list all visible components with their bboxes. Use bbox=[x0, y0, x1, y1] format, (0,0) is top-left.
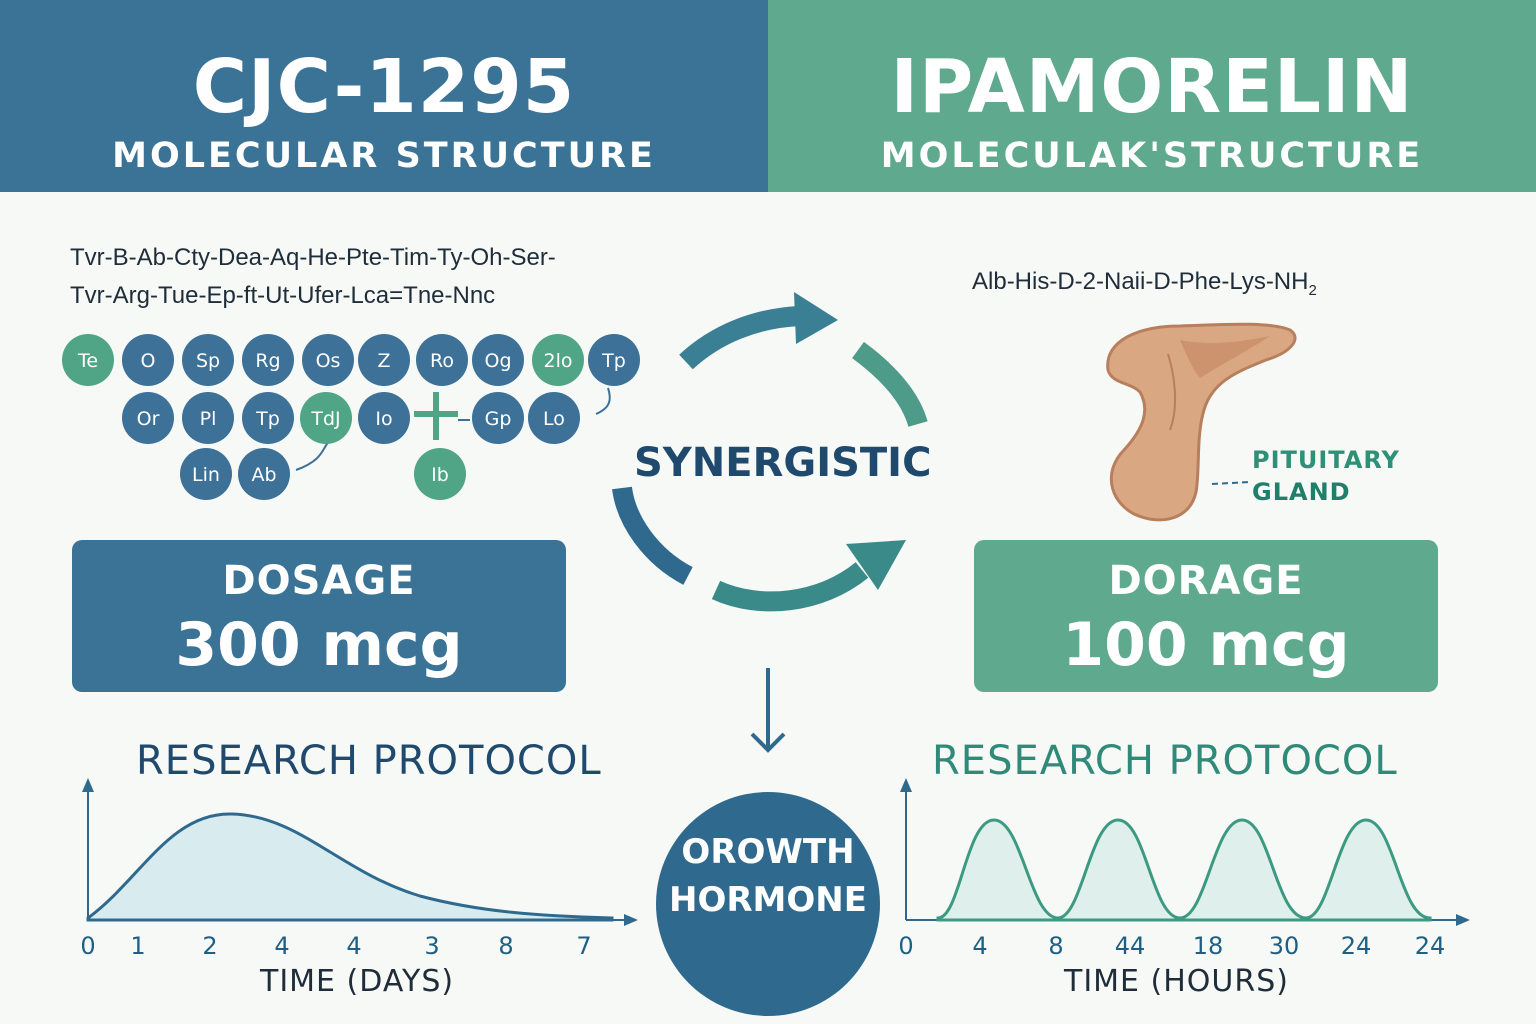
cjc-x-axis-title: TIME (DAYS) bbox=[260, 964, 455, 999]
residue-circle bbox=[300, 392, 352, 444]
x-tick-label: 24 bbox=[1414, 932, 1446, 960]
pituitary-label-line-1: PITUITARY bbox=[1252, 446, 1400, 474]
growth-hormone-line-2: HORMONE bbox=[669, 880, 867, 920]
residue-circle bbox=[242, 334, 294, 386]
ipamorelin-x-axis-title: TIME (HOURS) bbox=[1064, 964, 1289, 999]
ipamorelin-dosage-value: 100 mcg bbox=[1062, 610, 1350, 680]
residue-circle bbox=[242, 392, 294, 444]
synergy-cycle-arrows-icon bbox=[612, 292, 928, 612]
x-tick-label: 4 bbox=[972, 932, 988, 960]
residue-circle bbox=[358, 392, 410, 444]
residue-label: Tp bbox=[601, 350, 626, 372]
growth-hormone-line-1: OROWTH bbox=[681, 832, 855, 872]
residue-circle bbox=[532, 334, 584, 386]
x-tick-label: 30 bbox=[1268, 932, 1300, 960]
residue-label: Te bbox=[77, 350, 98, 372]
synergistic-label: SYNERGISTIC bbox=[634, 440, 932, 486]
x-tick-label: 8 bbox=[1048, 932, 1064, 960]
residue-circle bbox=[62, 334, 114, 386]
down-arrow-icon bbox=[750, 668, 786, 753]
pituitary-gland-icon bbox=[1106, 322, 1297, 522]
ipamorelin-pulse-curve bbox=[936, 818, 1432, 922]
cjc-header: CJC-1295 MOLECULAR STRUCTURE bbox=[0, 0, 768, 192]
residue-label: Pl bbox=[200, 408, 217, 430]
residue-label: 2lo bbox=[544, 350, 573, 372]
cjc-sequence-line-1: Tvr-B-Ab-Cty-Dea-Aq-He-Pte-Tim-Ty-Oh-Ser… bbox=[70, 244, 556, 271]
cjc-protocol-title: RESEARCH PROTOCOL bbox=[136, 738, 602, 784]
residue-circle bbox=[180, 448, 232, 500]
ipamorelin-sequence-text: Alb-His-D-2-Naii-D-Phe-Lys-NH bbox=[972, 268, 1309, 295]
residue-circle bbox=[528, 392, 580, 444]
residue-label: Io bbox=[375, 408, 392, 430]
pituitary-pointer bbox=[1211, 481, 1251, 485]
residue-label: Lo bbox=[543, 408, 565, 430]
residue-circle bbox=[472, 334, 524, 386]
cjc-title: CJC-1295 bbox=[192, 44, 576, 130]
x-tick-label: 4 bbox=[346, 932, 362, 960]
residue-circle bbox=[182, 334, 234, 386]
x-tick-label: 44 bbox=[1114, 932, 1146, 960]
x-tick-label: 7 bbox=[576, 932, 592, 960]
residue-label: Ab bbox=[251, 464, 276, 486]
x-tick-label: 0 bbox=[898, 932, 914, 960]
ipamorelin-sequence-subscript: 2 bbox=[1308, 281, 1317, 299]
ipamorelin-subtitle: MOLECULAK'STRUCTURE bbox=[880, 136, 1424, 176]
residue-label: Z bbox=[377, 350, 390, 372]
cjc-release-curve bbox=[86, 812, 614, 922]
residue-circle bbox=[472, 392, 524, 444]
cjc-sequence-line-2: Tvr-Arg-Tue-Ep-ft-Ut-Ufer-Lca=Tne-Nnc bbox=[70, 282, 496, 309]
x-tick-label: 3 bbox=[424, 932, 440, 960]
cjc-dosage-label: DOSAGE bbox=[222, 558, 416, 604]
residue-label: O bbox=[141, 350, 156, 372]
residue-label: Tp bbox=[255, 408, 280, 430]
growth-hormone-circle: OROWTH HORMONE bbox=[656, 792, 880, 1016]
residue-label: TdJ bbox=[310, 408, 340, 430]
ipamorelin-dosage-box: DORAGE 100 mcg bbox=[974, 540, 1438, 692]
residue-label: Os bbox=[316, 350, 341, 372]
residue-circle bbox=[182, 392, 234, 444]
residue-label: Ib bbox=[431, 464, 449, 486]
residue-circle bbox=[302, 334, 354, 386]
residue-label: Or bbox=[137, 408, 160, 430]
cjc-subtitle: MOLECULAR STRUCTURE bbox=[112, 136, 656, 176]
ipamorelin-sequence: Alb-His-D-2-Naii-D-Phe-Lys-NH2 bbox=[972, 268, 1317, 299]
residue-label: Ro bbox=[430, 350, 454, 372]
residue-circle bbox=[416, 334, 468, 386]
residue-label: Lin bbox=[192, 464, 220, 486]
x-tick-label: 4 bbox=[274, 932, 290, 960]
residue-circle bbox=[122, 392, 174, 444]
residue-label: Sp bbox=[196, 350, 220, 372]
x-tick-label: 0 bbox=[80, 932, 96, 960]
residue-label: Og bbox=[484, 350, 511, 372]
x-tick-label: 8 bbox=[498, 932, 514, 960]
ipamorelin-header: IPAMORELIN MOLECULAK'STRUCTURE bbox=[768, 0, 1536, 192]
cjc-dosage-value: 300 mcg bbox=[175, 610, 463, 680]
residue-label: Gp bbox=[485, 408, 512, 430]
ipamorelin-title: IPAMORELIN bbox=[890, 44, 1414, 130]
x-tick-label: 18 bbox=[1192, 932, 1224, 960]
residue-circle bbox=[588, 334, 640, 386]
ipamorelin-protocol-title: RESEARCH PROTOCOL bbox=[932, 738, 1398, 784]
pituitary-label-line-2: GLAND bbox=[1252, 478, 1351, 506]
x-tick-label: 24 bbox=[1340, 932, 1372, 960]
residue-circle bbox=[358, 334, 410, 386]
residue-circle bbox=[238, 448, 290, 500]
x-tick-label: 1 bbox=[130, 932, 146, 960]
residue-circle bbox=[122, 334, 174, 386]
residue-circle bbox=[414, 448, 466, 500]
cjc-dosage-box: DOSAGE 300 mcg bbox=[72, 540, 566, 692]
ipamorelin-dosage-label: DORAGE bbox=[1108, 558, 1304, 604]
residue-label: Rg bbox=[255, 350, 280, 372]
x-tick-label: 2 bbox=[202, 932, 218, 960]
